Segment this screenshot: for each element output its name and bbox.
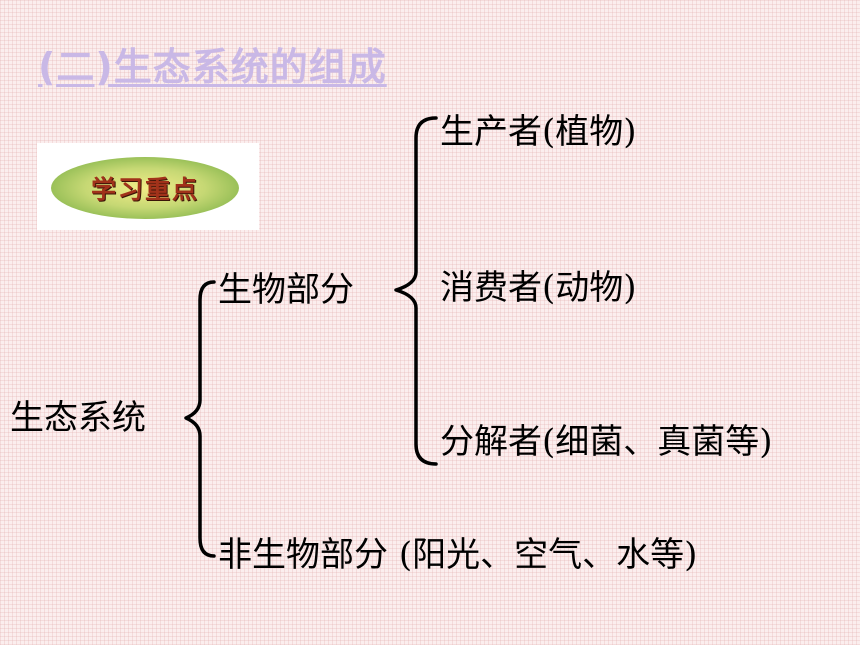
- key-points-badge: 学习重点: [37, 143, 259, 230]
- root-brace: [184, 280, 216, 558]
- slide-title: (二)生态系统的组成: [38, 45, 387, 89]
- abiotic-note: (阳光、空气、水等): [398, 535, 698, 575]
- decomposer-node: 分解者(细菌、真菌等): [440, 422, 773, 462]
- abiotic-label: 非生物部分: [218, 535, 388, 575]
- producer-node: 生产者(植物): [440, 112, 637, 152]
- badge-label: 学习重点: [90, 175, 199, 204]
- root-node: 生态系统: [10, 398, 146, 438]
- abiotic-node: 非生物部分 (阳光、空气、水等): [218, 535, 697, 575]
- biotic-brace: [394, 116, 438, 466]
- badge-oval: 学习重点: [51, 157, 239, 219]
- biotic-node: 生物部分: [218, 270, 354, 310]
- consumer-node: 消费者(动物): [440, 268, 637, 308]
